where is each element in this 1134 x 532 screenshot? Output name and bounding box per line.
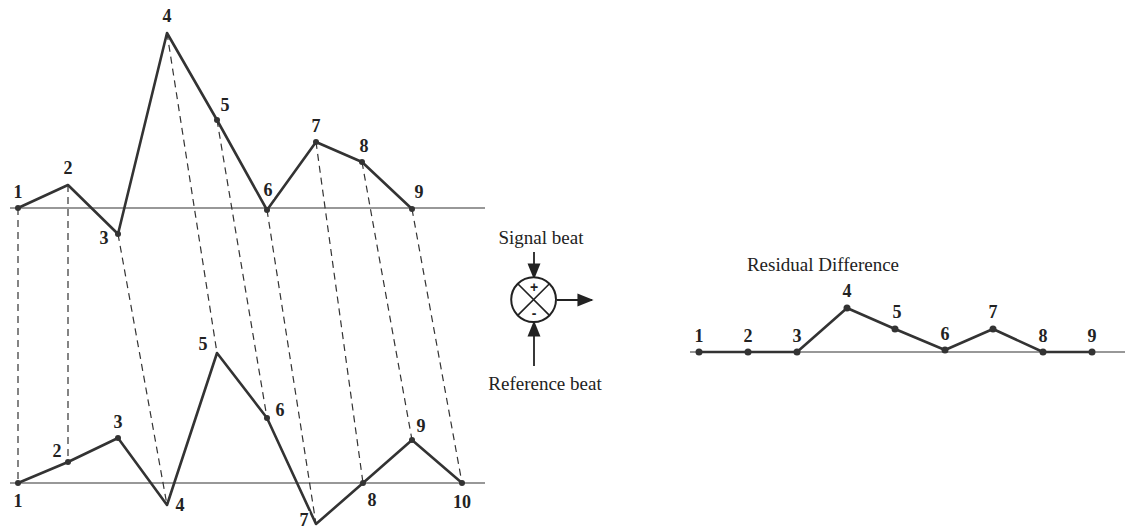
point-number: 8 — [359, 137, 370, 155]
junction-circle — [512, 278, 557, 323]
point-number: 2 — [52, 442, 63, 460]
sample-dot — [15, 480, 21, 486]
sample-dot — [409, 206, 415, 212]
signal-waveform — [18, 33, 412, 234]
alignment-line — [17, 208, 18, 483]
sample-dot — [745, 349, 752, 356]
sample-dot — [696, 349, 703, 356]
sample-dot — [360, 480, 366, 486]
sample-dot — [990, 326, 997, 333]
baseline — [10, 482, 485, 483]
sample-dot — [115, 435, 121, 441]
point-number: 2 — [63, 159, 74, 177]
point-number: 9 — [416, 417, 427, 435]
point-number: 4 — [162, 7, 173, 25]
point-number: 7 — [311, 117, 322, 135]
sign-label: - — [532, 306, 537, 320]
sample-dot — [15, 205, 21, 211]
point-number: 7 — [299, 511, 310, 529]
sample-dot — [1089, 349, 1096, 356]
input-arrow — [533, 322, 535, 366]
sample-dot — [214, 117, 220, 123]
sample-dot — [892, 326, 899, 333]
sample-dot — [359, 159, 365, 165]
point-number: 4 — [175, 496, 186, 514]
sign-label: + — [530, 280, 538, 294]
axis-caption: Reference beat — [487, 374, 602, 393]
point-number: 9 — [1087, 327, 1098, 345]
point-number: 8 — [1038, 327, 1049, 345]
sample-dot — [459, 480, 465, 486]
axis-caption: Signal beat — [498, 228, 585, 247]
reference-waveform — [18, 353, 462, 524]
alignment-lines — [18, 33, 462, 524]
point-number: 10 — [452, 493, 472, 511]
point-number: 8 — [367, 491, 378, 509]
point-number: 5 — [198, 335, 209, 353]
point-number: 5 — [892, 303, 903, 321]
point-number: 1 — [694, 327, 705, 345]
alignment-line — [316, 142, 363, 483]
alignment-line — [412, 209, 462, 483]
sample-dot — [409, 437, 415, 443]
point-number: 1 — [13, 492, 24, 510]
alignment-line — [118, 234, 167, 505]
point-number: 7 — [988, 303, 999, 321]
point-number: 6 — [940, 325, 951, 343]
output-arrow — [557, 299, 592, 301]
point-number: 3 — [792, 327, 803, 345]
sample-dot — [65, 459, 71, 465]
input-arrow — [533, 252, 535, 278]
point-number: 3 — [113, 413, 124, 431]
summing-junction: +- — [510, 276, 557, 323]
alignment-line — [67, 185, 68, 462]
point-number: 9 — [414, 183, 425, 201]
sample-dot — [942, 347, 949, 354]
sample-dot — [844, 305, 851, 312]
point-number: 2 — [743, 327, 754, 345]
sample-dot — [1040, 349, 1047, 356]
point-number: 6 — [263, 181, 274, 199]
sample-dot — [115, 231, 121, 237]
point-number: 3 — [99, 229, 110, 247]
alignment-line — [167, 33, 217, 353]
point-number: 4 — [842, 282, 853, 300]
axis-caption: Residual Difference — [746, 255, 900, 274]
alignment-line — [267, 210, 316, 524]
sample-dot — [264, 415, 270, 421]
point-number: 5 — [220, 96, 231, 114]
sample-dot — [264, 207, 270, 213]
sample-dot — [794, 349, 801, 356]
sample-dots — [15, 117, 1096, 486]
point-number: 6 — [275, 401, 286, 419]
point-number: 1 — [13, 183, 24, 201]
sample-dot — [313, 139, 319, 145]
